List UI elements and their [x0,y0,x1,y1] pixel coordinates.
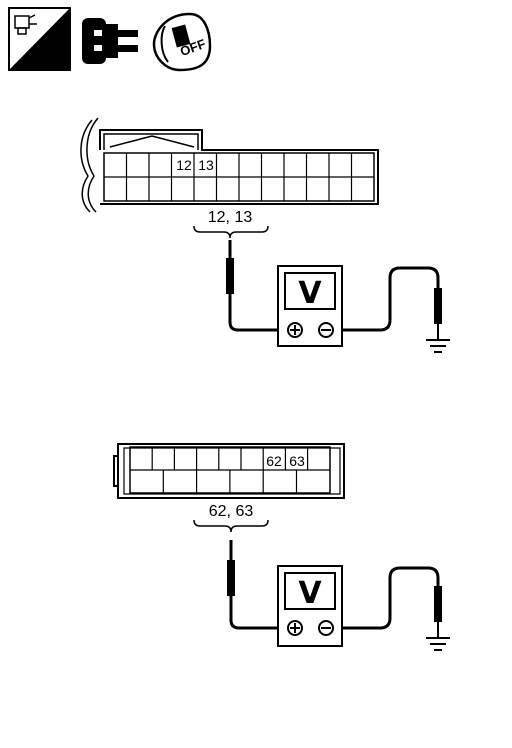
probe-top [226,240,442,340]
voltmeter-bottom-label: V [298,576,322,611]
harness-side-icon: H.S. [8,7,71,71]
ignition-off-icon: OFF [152,12,212,72]
pin-label-63: 63 [289,453,305,469]
voltmeter-top: V [277,265,343,347]
connector-top: 12 13 [80,117,379,213]
pin-label-13: 13 [198,157,214,173]
negative-terminal-icon [318,322,334,338]
callout-top-label: 12, 13 [208,209,253,226]
callout-bottom-label: 62, 63 [209,503,254,520]
positive-terminal-icon [287,620,303,636]
connector-bottom: 62 63 [113,443,345,499]
voltmeter-bottom: V [277,565,343,647]
pin-label-62: 62 [266,453,282,469]
voltmeter-top-label: V [298,276,322,311]
pin-label-12: 12 [176,157,192,173]
ground-symbol-top [426,339,450,353]
connector-disconnect-icon [82,18,138,64]
callout-bottom: 62, 63 [193,503,269,533]
harness-side-label: H.S. [30,53,57,69]
callout-top: 12, 13 [193,209,269,239]
probe-bottom [227,540,442,638]
positive-terminal-icon [287,322,303,338]
negative-terminal-icon [318,620,334,636]
ground-symbol-bottom [426,637,450,651]
